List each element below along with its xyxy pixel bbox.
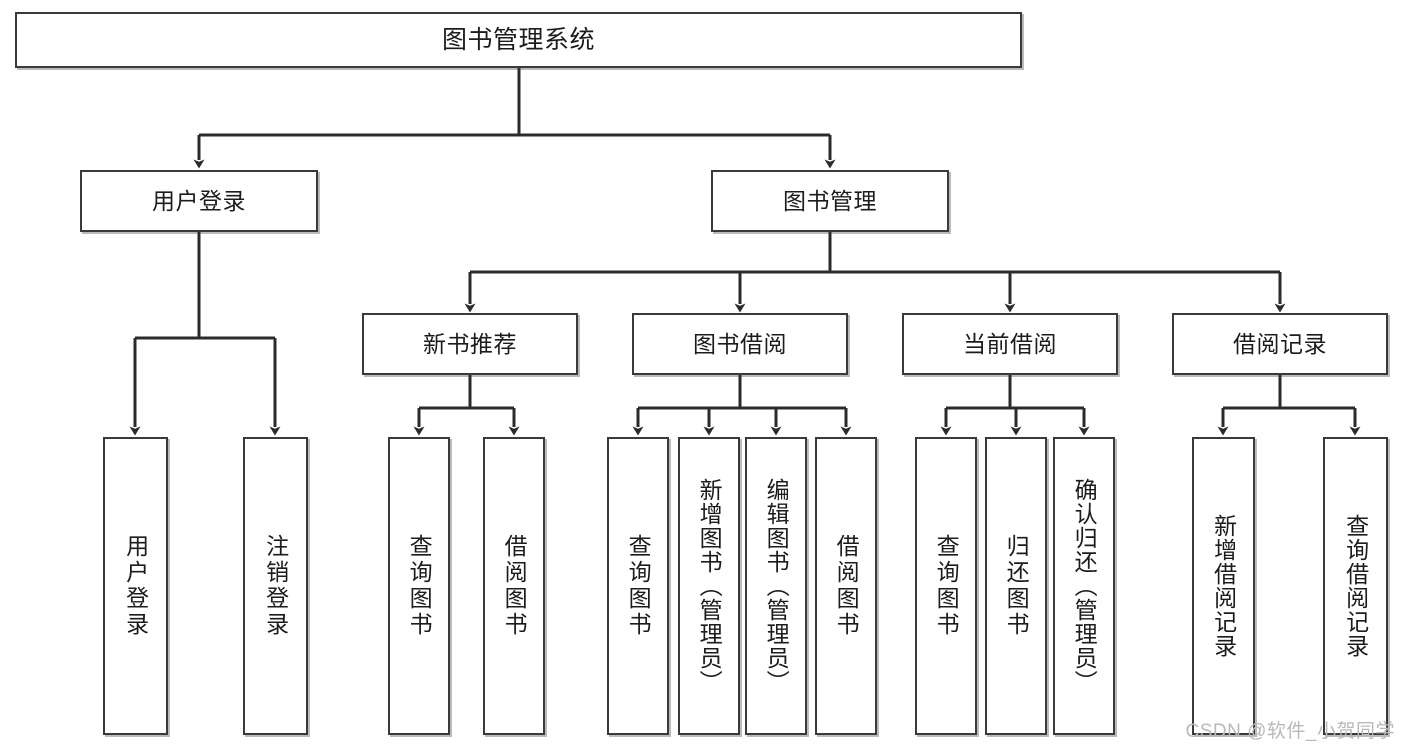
node-current-borrow[interactable]: 当前借阅: [902, 313, 1118, 375]
leaf-book-borrow-lend[interactable]: 借阅图书: [815, 437, 877, 735]
node-label: 图书管理: [783, 187, 877, 214]
node-label: 借阅图书: [501, 534, 528, 638]
leaf-user-login-signin[interactable]: 用户登录: [103, 437, 168, 735]
node-label: 注销登录: [262, 534, 289, 638]
leaf-current-borrow-confirm-return[interactable]: 确认归还（管理员）: [1053, 437, 1115, 735]
leaf-borrow-record-add[interactable]: 新增借阅记录: [1192, 437, 1255, 735]
leaf-new-book-query[interactable]: 查询图书: [388, 437, 450, 735]
node-label: 用户登录: [122, 534, 149, 638]
node-label: 查询图书: [625, 534, 652, 638]
leaf-current-borrow-return[interactable]: 归还图书: [985, 437, 1047, 735]
node-user-login[interactable]: 用户登录: [80, 170, 318, 232]
node-label: 图书借阅: [693, 330, 787, 357]
node-book-management[interactable]: 图书管理: [711, 170, 949, 232]
watermark-text: CSDN @软件_小贺同学: [1185, 721, 1395, 742]
node-label: 查询图书: [933, 534, 960, 638]
node-label: 新增借阅记录: [1210, 514, 1237, 658]
node-label: 当前借阅: [963, 330, 1057, 357]
node-label: 借阅记录: [1233, 330, 1327, 357]
node-borrow-record[interactable]: 借阅记录: [1172, 313, 1388, 375]
leaf-current-borrow-query[interactable]: 查询图书: [915, 437, 977, 735]
node-label: 查询图书: [406, 534, 433, 638]
node-label: 图书管理系统: [441, 25, 595, 54]
node-root-system[interactable]: 图书管理系统: [15, 12, 1022, 68]
node-label: 确认归还（管理员）: [1071, 478, 1098, 694]
leaf-book-borrow-add[interactable]: 新增图书（管理员）: [678, 437, 740, 735]
leaf-borrow-record-query[interactable]: 查询借阅记录: [1323, 437, 1388, 735]
leaf-book-borrow-edit[interactable]: 编辑图书（管理员）: [745, 437, 807, 735]
leaf-new-book-borrow[interactable]: 借阅图书: [483, 437, 545, 735]
node-label: 归还图书: [1003, 534, 1030, 638]
node-book-borrow[interactable]: 图书借阅: [632, 313, 848, 375]
node-label: 新增图书（管理员）: [696, 478, 723, 694]
leaf-user-login-signout[interactable]: 注销登录: [243, 437, 308, 735]
node-label: 用户登录: [152, 187, 246, 214]
node-label: 新书推荐: [423, 330, 517, 357]
leaf-book-borrow-query[interactable]: 查询图书: [607, 437, 669, 735]
node-label: 查询借阅记录: [1342, 514, 1369, 658]
node-new-book-recommend[interactable]: 新书推荐: [362, 313, 578, 375]
node-label: 借阅图书: [833, 534, 860, 638]
node-label: 编辑图书（管理员）: [763, 478, 790, 694]
